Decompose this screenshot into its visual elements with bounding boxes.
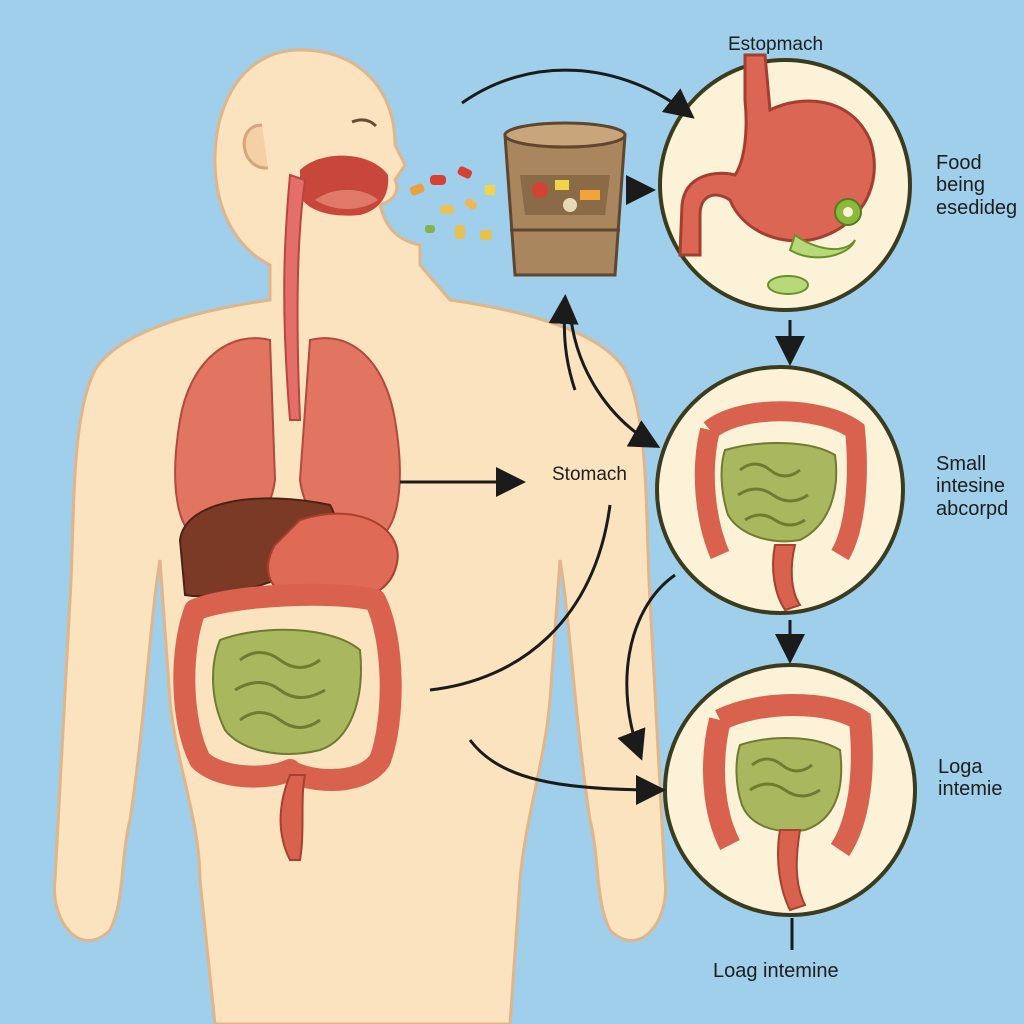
label-bottom: Loag intemine — [713, 960, 839, 982]
large-intestine — [173, 583, 402, 791]
small-intestine — [212, 628, 362, 755]
arrow-left-curve — [617, 573, 676, 761]
arrow-body-to-large-intestine — [468, 739, 666, 805]
eye — [351, 118, 378, 128]
gear-icon — [834, 198, 862, 226]
small-intestine-circle — [655, 365, 905, 615]
label-small-intestine: Small intesine abcorpd — [936, 453, 1009, 520]
ear — [242, 123, 269, 170]
flow-arrows — [400, 68, 805, 950]
stomach-illustration — [678, 53, 876, 257]
stomach-circle — [658, 53, 912, 312]
arrow-bin-to-small-intestine — [568, 309, 661, 448]
arrow-bin-up — [548, 294, 579, 391]
label-stomach: Stomach — [552, 464, 627, 485]
celery-slice-icon — [788, 233, 856, 259]
label-large-intestine: Loga intemie — [938, 756, 1003, 801]
esophagus — [283, 173, 307, 421]
large-intestine-circle — [663, 663, 917, 917]
organs — [173, 173, 402, 861]
food-particles — [409, 166, 495, 240]
label-estopmach: Estopmach — [728, 34, 824, 55]
intestine-coils — [234, 651, 326, 729]
rectum — [279, 774, 307, 861]
tongue — [315, 189, 378, 209]
label-food-being: Food being esedideg — [936, 152, 1018, 219]
arrow-body-to-label — [429, 504, 612, 692]
arrow-top-curve — [461, 68, 695, 119]
food-bin-icon — [503, 121, 627, 277]
